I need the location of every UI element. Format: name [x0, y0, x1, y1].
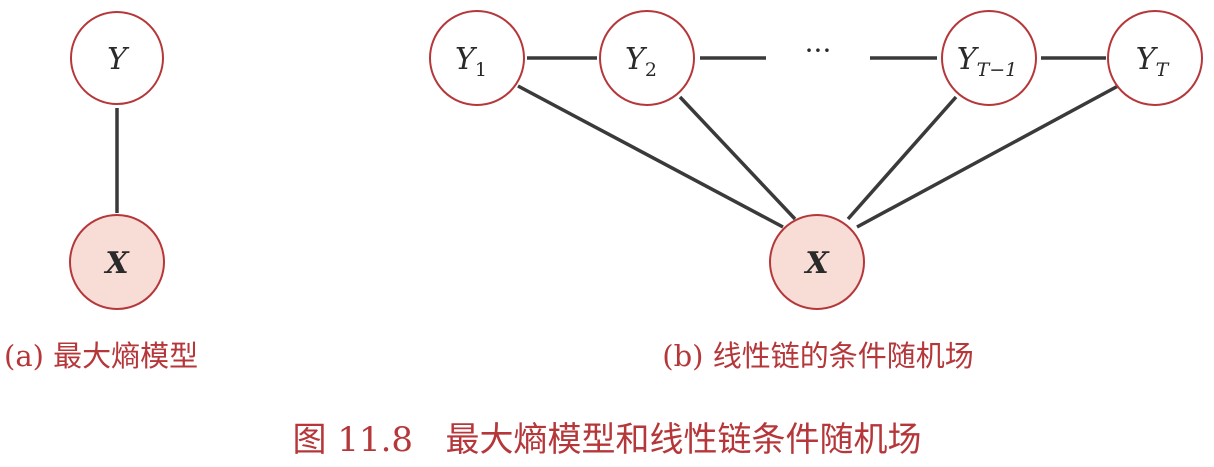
node-x-crf-label: X: [803, 246, 830, 281]
node-y-label: Y: [107, 42, 130, 77]
node-y: Y: [70, 11, 164, 105]
node-y1: Y1: [429, 10, 525, 106]
node-y2-var: Y: [625, 42, 648, 77]
node-y1-subscript: 1: [475, 59, 487, 81]
node-x-label: X: [103, 246, 130, 281]
node-y2-label: Y2: [625, 42, 657, 81]
node-yt-label: YT: [1136, 42, 1170, 81]
subcaption-b: (b) 线性链的条件随机场: [662, 339, 973, 373]
node-x-circle: [69, 214, 165, 310]
node-y2-circle: [599, 10, 695, 106]
node-yt-subscript: T: [1156, 59, 1170, 81]
node-ytm1-var: Y: [957, 42, 980, 77]
node-ytm1: YT−1: [941, 10, 1037, 106]
node-ytm1-circle: [941, 10, 1037, 106]
edge-y2-x: [678, 95, 797, 221]
node-x-crf: X: [769, 214, 865, 310]
node-y2-subscript: 2: [645, 59, 657, 81]
node-yt-circle: [1107, 10, 1203, 106]
diagram-max-entropy: Y X (a) 最大熵模型: [4, 11, 198, 373]
diagram-linear-chain-crf: ··· Y1 Y2 YT−1 YT: [429, 10, 1203, 373]
node-x: X: [69, 214, 165, 310]
node-yt: YT: [1107, 10, 1203, 106]
figure-caption: 图 11.8 最大熵模型和线性链条件随机场: [293, 420, 922, 460]
edge-yt-x: [856, 84, 1119, 229]
node-ytm1-label: YT−1: [957, 42, 1018, 81]
node-yt-var: Y: [1136, 42, 1159, 77]
node-y1-circle: [429, 10, 525, 106]
node-y1-label: Y1: [455, 42, 487, 81]
node-ytm1-subscript: T−1: [977, 59, 1018, 81]
node-y2: Y2: [599, 10, 695, 106]
edge-ytm1-x: [846, 95, 958, 221]
node-y1-var: Y: [455, 42, 478, 77]
node-y-circle: [70, 11, 164, 105]
subcaption-a: (a) 最大熵模型: [4, 339, 198, 373]
edge-y1-x: [517, 84, 784, 229]
node-x-crf-circle: [769, 214, 865, 310]
chain-ellipsis: ···: [805, 34, 832, 67]
